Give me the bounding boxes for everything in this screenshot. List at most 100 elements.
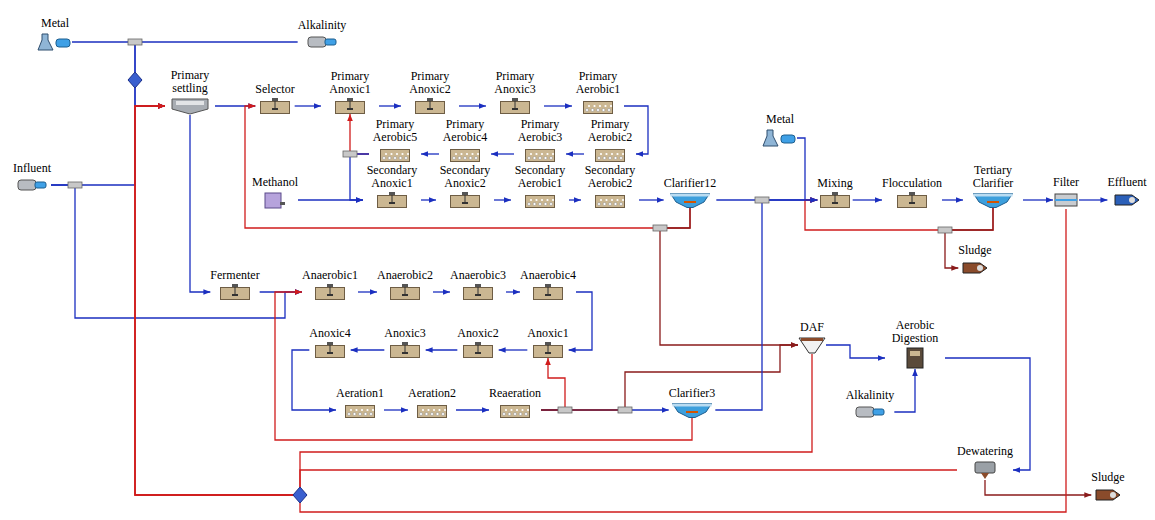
flow-line <box>942 199 963 200</box>
unit-label: Selector <box>255 83 294 96</box>
flow-line <box>51 106 165 185</box>
unit-icon <box>380 146 410 162</box>
unit-icon <box>1095 486 1121 504</box>
flow-line <box>298 199 363 200</box>
flow-line <box>945 358 1030 470</box>
unit-label: Primary Anoxic2 <box>401 70 459 96</box>
process-unit: Sludge <box>958 244 991 277</box>
process-unit: Anaerobic3 <box>450 269 506 300</box>
process-unit: Sludge <box>1091 471 1124 504</box>
unit-icon <box>670 192 710 208</box>
unit-label: Anoxic1 <box>527 327 568 340</box>
unit-label: Primary Anoxic1 <box>321 70 379 96</box>
process-unit: Primary Aerobic4 <box>439 118 491 162</box>
unit-label: Anoxic4 <box>309 327 350 340</box>
process-unit: Secondary Anoxic1 <box>363 164 421 208</box>
process-unit: Anoxic4 <box>309 327 350 358</box>
flow-line <box>456 409 489 410</box>
unit-icon <box>672 402 712 418</box>
process-unit: Primary Anoxic3 <box>486 70 544 114</box>
unit-label: Clarifier12 <box>664 177 717 190</box>
unit-label: Mixing <box>817 177 852 190</box>
unit-icon <box>264 191 286 209</box>
flow-line <box>51 185 302 318</box>
unit-label: Primary Aerobic4 <box>439 118 491 144</box>
unit-label: Primary Aerobic1 <box>572 70 624 96</box>
flow-line <box>639 199 664 200</box>
unit-icon <box>38 32 72 52</box>
unit-label: Aerobic Digestion <box>885 319 945 345</box>
flow-line <box>715 200 817 410</box>
process-unit: Filter <box>1053 176 1079 209</box>
process-unit: Reaeration <box>489 387 541 418</box>
unit-label: Primary Aerobic5 <box>369 118 421 144</box>
process-unit: Secondary Anoxic2 <box>436 164 494 208</box>
unit-label: Primary Aerobic3 <box>514 118 566 144</box>
unit-icon <box>463 284 493 300</box>
unit-icon <box>855 404 885 420</box>
unit-icon <box>220 284 250 300</box>
flow-line <box>292 350 336 410</box>
unit-label: Methanol <box>252 176 298 189</box>
flow-line <box>506 291 520 292</box>
unit-label: Aeration2 <box>408 387 456 400</box>
flow-line <box>384 409 408 410</box>
process-unit: Secondary Aerobic2 <box>581 164 639 208</box>
combiner-diamond <box>293 487 307 503</box>
unit-label: Alkalinity <box>846 389 895 402</box>
process-unit: Anoxic1 <box>527 327 568 358</box>
flow-line <box>945 208 993 268</box>
unit-icon <box>1053 191 1079 209</box>
process-unit: Mixing <box>817 177 852 208</box>
unit-icon <box>1114 191 1140 209</box>
unit-icon <box>500 98 530 114</box>
unit-label: Reaeration <box>489 387 541 400</box>
unit-label: Anaerobic2 <box>377 269 433 282</box>
unit-label: Dewatering <box>957 445 1013 458</box>
unit-icon <box>417 402 447 418</box>
process-unit: Aerobic Digestion <box>885 319 945 369</box>
unit-label: Metal <box>763 113 797 126</box>
process-unit: Selector <box>255 83 294 114</box>
process-unit: Effluent <box>1107 176 1146 209</box>
flow-line <box>499 349 528 350</box>
process-unit: Anoxic3 <box>384 327 425 358</box>
unit-icon <box>450 146 480 162</box>
unit-label: Secondary Anoxic2 <box>436 164 494 190</box>
unit-icon <box>450 192 480 208</box>
flow-line <box>426 349 458 350</box>
unit-label: Alkalinity <box>298 19 347 32</box>
flow-line <box>1023 199 1053 200</box>
unit-label: Secondary Aerobic1 <box>511 164 569 190</box>
process-unit: Anaerobic2 <box>377 269 433 300</box>
flow-line <box>541 358 565 410</box>
unit-icon <box>463 342 493 358</box>
unit-icon <box>595 192 625 208</box>
flow-line <box>660 208 798 345</box>
unit-icon <box>377 192 407 208</box>
process-unit: Influent <box>13 162 51 193</box>
unit-icon <box>973 460 997 480</box>
flow-line <box>494 199 511 200</box>
unit-label: Anoxic2 <box>457 327 498 340</box>
flow-line <box>190 115 210 292</box>
process-unit: Primary Anoxic2 <box>401 70 459 114</box>
unit-icon <box>897 192 927 208</box>
unit-icon <box>533 342 563 358</box>
unit-icon <box>415 98 445 114</box>
flow-line <box>433 291 450 292</box>
process-unit: Primary Aerobic1 <box>572 70 624 114</box>
unit-label: Sludge <box>1091 471 1124 484</box>
flow-line <box>566 153 584 154</box>
unit-icon <box>17 177 47 193</box>
process-unit: Aeration2 <box>408 387 456 418</box>
unit-label: Effluent <box>1107 176 1146 189</box>
unit-icon <box>500 402 530 418</box>
combiner-diamond <box>128 72 142 88</box>
flow-line <box>853 199 882 200</box>
flow-line <box>421 153 439 154</box>
unit-label: Fermenter <box>210 269 259 282</box>
unit-label: Influent <box>13 162 51 175</box>
flow-line <box>351 349 385 350</box>
